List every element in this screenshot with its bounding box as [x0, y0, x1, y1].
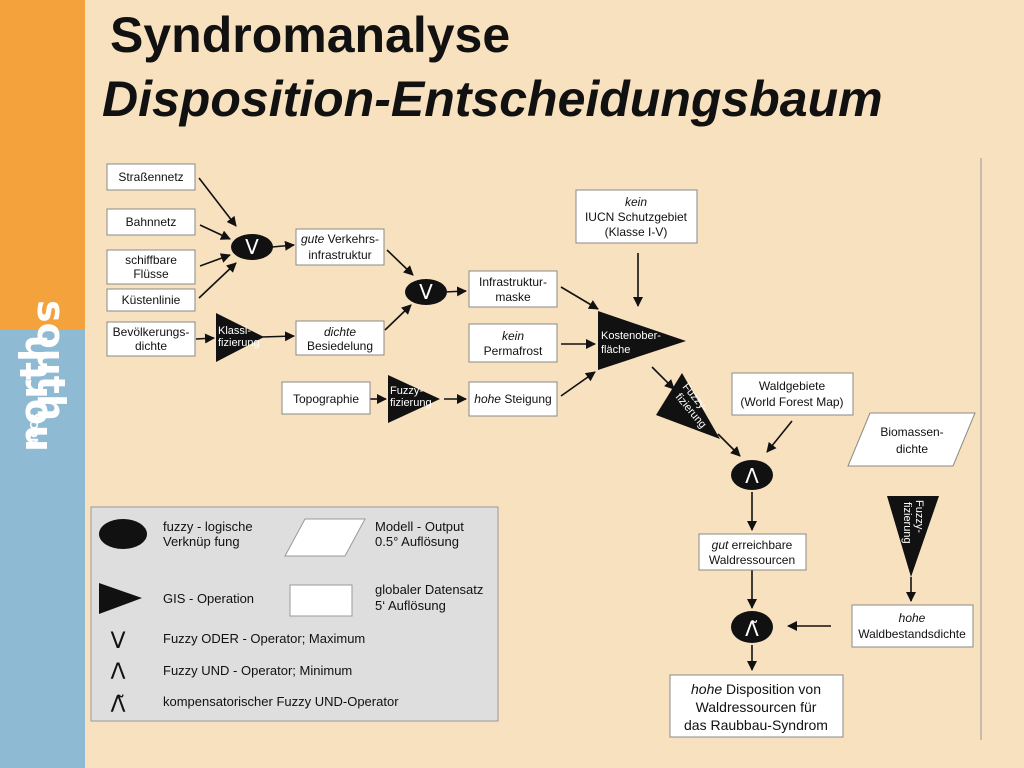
legend-global-dataset-1: globaler Datensatz [375, 582, 483, 597]
sidebar-orange-band [0, 0, 85, 330]
fuzzy-or-operator-2: V [405, 279, 447, 305]
page-title: Syndromanalyse [110, 7, 511, 63]
gis-op-kostenoberflaeche: Kostenober- fläche [598, 311, 686, 370]
label-erreichbar-1: gut erreichbare [712, 538, 793, 552]
box-bevoelkerungsdichte: Bevölkerungs- dichte [106, 321, 196, 357]
label-infra-1: Infrastruktur- [479, 275, 547, 289]
sidebar-blue-band [0, 330, 85, 768]
label-iucn-klasse: (Klasse I-V) [605, 225, 668, 239]
legend-or-text: Fuzzy ODER - Operator; Maximum [163, 631, 365, 646]
label-biomasse-dichte: dichte [896, 442, 928, 456]
gis-op-fuzzyfizierung-a: Fuzzy- fizierung [388, 375, 440, 423]
box-gute-verkehrsinfrastruktur: gute Verkehrs- infrastruktur [295, 228, 385, 266]
legend-and-text: Fuzzy UND - Operator; Minimum [163, 663, 352, 678]
logo-south: south [29, 300, 73, 421]
legend-model-output-1: Modell - Output [375, 519, 464, 534]
label-iucn-kein: kein [625, 195, 647, 209]
box-kein-iucn-schutzgebiet: kein IUCN Schutzgebiet (Klasse I-V) [575, 189, 698, 244]
box-waldgebiete: Waldgebiete (World Forest Map) [731, 372, 854, 416]
legend-box: fuzzy - logische Verknüp fung Modell - O… [90, 506, 499, 722]
legend-or-symbol: V [110, 629, 125, 654]
box-infrastrukturmaske: Infrastruktur- maske [468, 270, 558, 308]
legend-comp-symbol: Λ̃ [110, 693, 125, 718]
label-iucn-schutzgebiet: IUCN Schutzgebiet [585, 210, 688, 224]
label-permafrost: Permafrost [484, 344, 543, 358]
fuzzy-compensatory-and-operator: Λ̃ [731, 611, 773, 643]
gis-op-klassifizierung: Klassi- fizierung [216, 313, 264, 362]
legend-and-symbol: Λ [110, 660, 125, 685]
legend-rect-symbol [289, 584, 353, 617]
legend-fuzzy-logic-2: Verknüp fung [163, 534, 240, 549]
fuzzy-c-line2: fizierung [901, 502, 913, 544]
label-biomassen: Biomassen- [880, 425, 943, 439]
label-waldbestandsdichte: Waldbestandsdichte [858, 627, 966, 641]
box-hohe-waldbestandsdichte: hohe Waldbestandsdichte [851, 604, 974, 648]
klassi-line2: fizierung [218, 337, 260, 349]
legend-model-output-2: 0.5° Auflösung [375, 534, 459, 549]
legend-global-dataset-2: 5‘ Auflösung [375, 598, 446, 613]
kosten-line2: fläche [601, 344, 630, 356]
fuzzy-a-line1: Fuzzy- [390, 385, 423, 397]
or-symbol-2: V [419, 280, 433, 304]
label-kein: kein [502, 329, 524, 343]
legend-fuzzy-logic-1: fuzzy - logische [163, 519, 253, 534]
legend-ellipse-symbol [99, 519, 147, 549]
label-disposition-3: das Raubbau-Syndrom [684, 717, 828, 733]
page-subtitle: Disposition-Entscheidungsbaum [102, 71, 883, 127]
box-kein-permafrost: kein Permafrost [468, 323, 558, 363]
logo-nccr: NCCR [28, 413, 41, 447]
logo-north: north [12, 335, 56, 452]
gis-op-fuzzyfizierung-b: Fuzzy- fizierung [656, 373, 720, 439]
label-steigung: hohe Steigung [474, 392, 551, 406]
fuzzy-c-line1: Fuzzy- [913, 500, 925, 533]
legend-comp-text: kompensatorischer Fuzzy UND-Operator [163, 694, 399, 709]
box-hohe-disposition: hohe Disposition von Waldressourcen für … [669, 674, 844, 738]
comp-symbol: Λ̃ [745, 617, 759, 641]
label-strassennetz: Straßennetz [118, 170, 183, 184]
nccr-north-south-logo: north south NCCR [12, 300, 73, 452]
legend-triangle-symbol [99, 583, 142, 614]
label-waldgebiete: Waldgebiete [759, 379, 826, 393]
and-symbol: Λ [745, 464, 759, 488]
box-gut-erreichbare-waldressourcen: gut erreichbare Waldressourcen [698, 533, 807, 571]
label-kuestenlinie: Küstenlinie [122, 293, 181, 307]
label-bevoelkerungs: Bevölkerungs- [113, 325, 190, 339]
box-kuestenlinie: Küstenlinie [106, 288, 196, 312]
fuzzy-or-operator-1: V [231, 234, 273, 260]
legend-gis-operation: GIS - Operation [163, 591, 254, 606]
box-strassennetz: Straßennetz [106, 163, 196, 191]
label-bestand-hohe: hohe [899, 611, 926, 625]
label-disposition-2: Waldressourcen für [696, 699, 817, 715]
label-schiffbare: schiffbare [125, 253, 177, 267]
fuzzy-and-operator: Λ [731, 460, 773, 490]
label-besiedelung: Besiedelung [307, 339, 373, 353]
label-dichte-em: dichte [324, 325, 356, 339]
gis-op-fuzzyfizierung-c: Fuzzy- fizierung [887, 496, 939, 577]
kosten-line1: Kostenober- [601, 330, 661, 342]
label-bahnnetz: Bahnnetz [126, 215, 177, 229]
label-disposition-1: hohe Disposition von [691, 681, 821, 697]
label-fluesse: Flüsse [133, 267, 169, 281]
label-erreichbar-2: Waldressourcen [709, 553, 795, 567]
fuzzy-a-line2: fizierung [390, 397, 432, 409]
klassi-line1: Klassi- [218, 325, 251, 337]
legend-parallelogram-symbol [284, 518, 366, 557]
box-topographie: Topographie [281, 381, 371, 415]
label-verkehr-2: infrastruktur [308, 248, 371, 262]
box-dichte-besiedelung: dichte Besiedelung [295, 320, 385, 356]
label-topographie: Topographie [293, 392, 359, 406]
label-dichte: dichte [135, 339, 167, 353]
box-schiffbare-fluesse: schiffbare Flüsse [106, 249, 196, 285]
box-bahnnetz: Bahnnetz [106, 208, 196, 236]
connector-arrows [195, 177, 916, 671]
label-world-forest-map: (World Forest Map) [740, 395, 843, 409]
or-symbol-1: V [245, 235, 259, 259]
box-hohe-steigung: hohe Steigung [468, 381, 558, 417]
label-verkehr-1: gute Verkehrs- [301, 232, 379, 246]
box-biomassendichte: Biomassen- dichte [847, 412, 976, 467]
label-infra-2: maske [495, 290, 531, 304]
